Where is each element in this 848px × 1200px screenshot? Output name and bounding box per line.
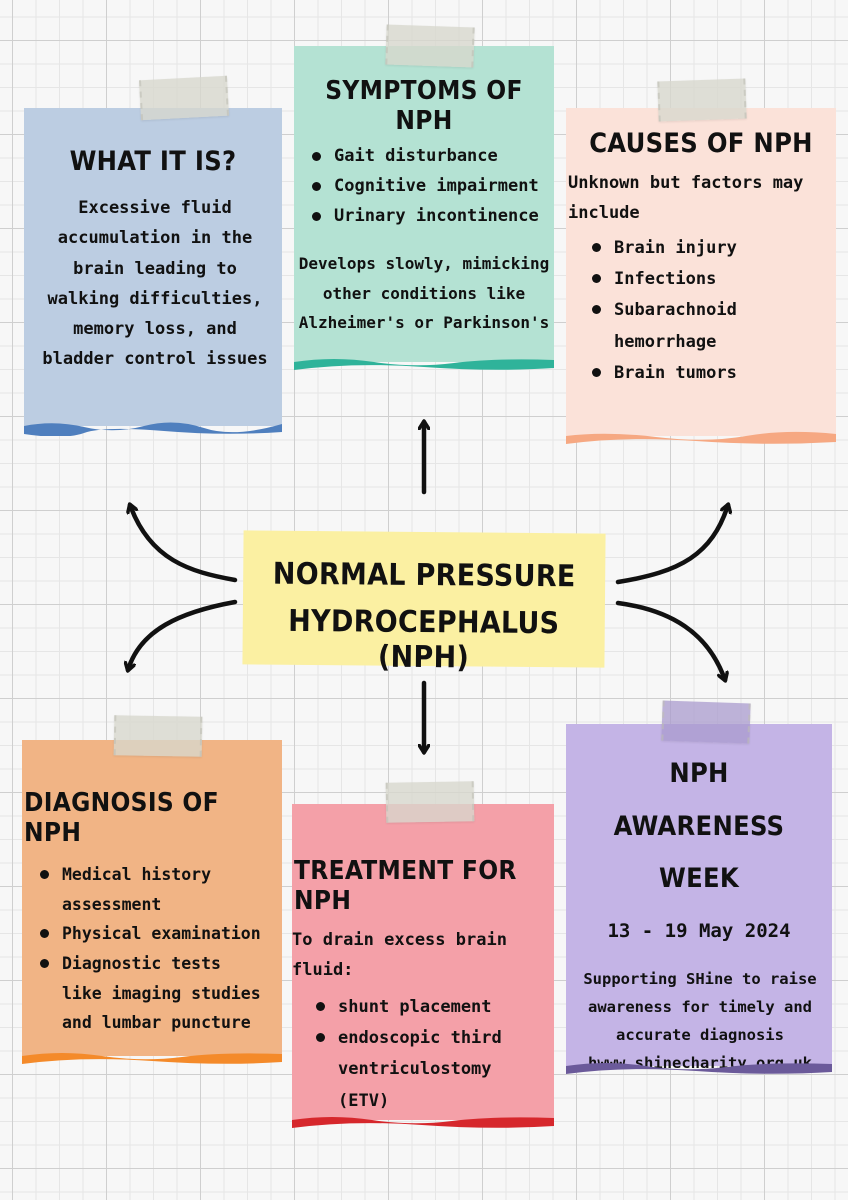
- awareness-heading: NPH AWARENESS WEEK: [613, 758, 785, 895]
- tape: [661, 700, 751, 744]
- list-item: Cognitive impairment: [300, 172, 554, 202]
- title-line-2: HYDROCEPHALUS (NPH): [288, 603, 560, 676]
- awareness-dates: 13 - 19 May 2024: [607, 919, 791, 942]
- tape: [657, 78, 747, 122]
- list-item: Medical history assessment: [28, 860, 222, 919]
- title-banner: NORMAL PRESSURE HYDROCEPHALUS (NPH): [242, 530, 606, 675]
- arrow-to-causes: [615, 505, 728, 585]
- list-item: shunt placement: [304, 992, 554, 1023]
- arrow-to-what-it-is: [130, 505, 238, 583]
- list-item: Brain injury: [580, 233, 836, 264]
- list-item: Subarachnoid hemorrhage: [580, 295, 764, 358]
- what-it-is-heading: WHAT IT IS?: [69, 146, 237, 177]
- treatment-list: shunt placement endoscopic third ventric…: [304, 992, 554, 1118]
- list-item: Brain tumors: [580, 358, 836, 389]
- title-line-1: NORMAL PRESSURE: [272, 556, 576, 595]
- tape: [385, 781, 475, 823]
- causes-card: CAUSES OF NPH Unknown but factors may in…: [566, 78, 836, 444]
- symptoms-heading: SYMPTOMS OF NPH: [325, 76, 523, 136]
- awareness-card: NPH AWARENESS WEEK 13 - 19 May 2024 Supp…: [566, 700, 832, 1074]
- list-item: Diagnostic tests like imaging studies an…: [28, 949, 262, 1038]
- causes-heading: CAUSES OF NPH: [589, 128, 813, 159]
- list-item: endoscopic third ventriculostomy (ETV): [304, 1023, 528, 1117]
- diagnosis-card: DIAGNOSIS OF NPH Medical history assessm…: [22, 715, 282, 1064]
- causes-intro: Unknown but factors may include: [568, 173, 804, 223]
- treatment-heading: TREATMENT FOR NPH: [294, 856, 517, 916]
- list-item: Gait disturbance: [300, 142, 554, 172]
- tape: [385, 24, 475, 68]
- symptoms-list: Gait disturbance Cognitive impairment Ur…: [300, 142, 554, 231]
- tape: [113, 715, 203, 757]
- symptoms-card: SYMPTOMS OF NPH Gait disturbance Cogniti…: [294, 24, 554, 370]
- what-it-is-text: Excessive fluid accumulation in the brai…: [42, 198, 268, 370]
- arrow-to-awareness: [615, 600, 725, 680]
- treatment-intro: To drain excess brain fluid:: [292, 930, 507, 980]
- causes-list: Brain injury Infections Subarachnoid hem…: [580, 233, 836, 390]
- arrow-to-diagnosis: [128, 599, 238, 670]
- list-item: Infections: [580, 264, 836, 295]
- treatment-card: TREATMENT FOR NPH To drain excess brain …: [292, 781, 554, 1128]
- list-item: Physical examination: [28, 919, 282, 949]
- tape: [139, 75, 229, 121]
- list-item: Urinary incontinence: [300, 202, 554, 232]
- diagnosis-heading: DIAGNOSIS OF NPH: [24, 788, 219, 848]
- diagnosis-list: Medical history assessment Physical exam…: [28, 860, 282, 1038]
- symptoms-note: Develops slowly, mimicking other conditi…: [298, 254, 550, 333]
- what-it-is-card: WHAT IT IS? Excessive fluid accumulation…: [24, 75, 282, 436]
